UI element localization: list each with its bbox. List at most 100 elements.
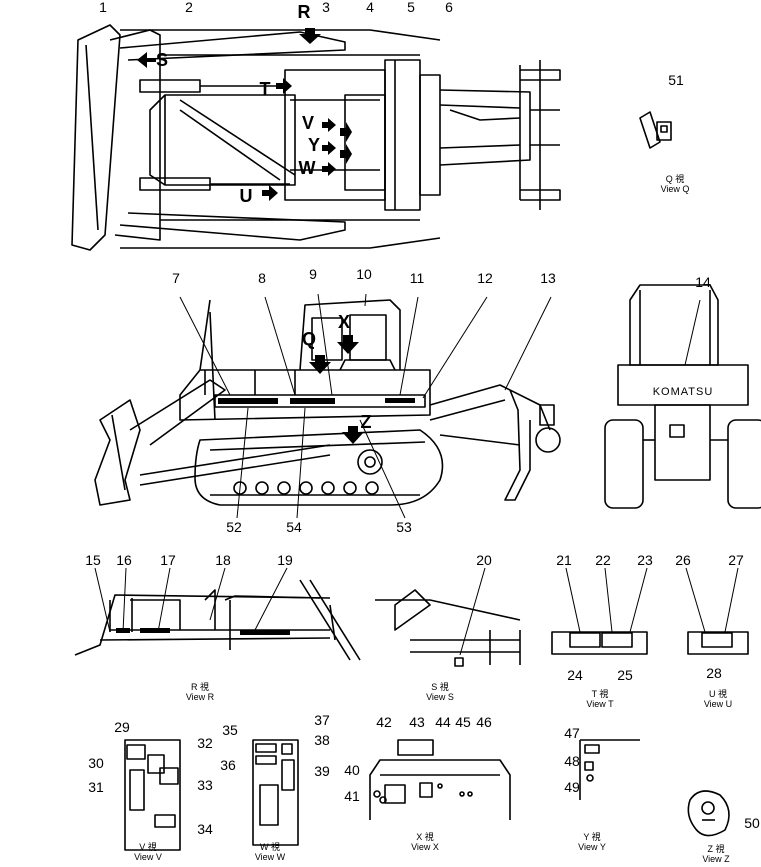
- view-q: [639, 111, 672, 149]
- callout-25: 25: [617, 667, 633, 683]
- arrow-label-z: Z: [361, 412, 372, 432]
- view-caption-jp-8: Y 視: [583, 831, 600, 842]
- arrow-label-u: U: [240, 186, 253, 206]
- view-s: [375, 567, 521, 667]
- callout-45: 45: [455, 714, 471, 730]
- rear-view: [604, 284, 761, 509]
- view-x: [369, 739, 511, 820]
- view-caption-jp-1: R 視: [191, 681, 209, 692]
- callout-7: 7: [172, 270, 180, 286]
- callout-53: 53: [396, 519, 412, 535]
- callout-19: 19: [277, 552, 293, 568]
- callout-28: 28: [706, 665, 722, 681]
- callout-10: 10: [356, 266, 372, 282]
- callout-52: 52: [226, 519, 242, 535]
- callout-31: 31: [88, 779, 104, 795]
- callout-29: 29: [114, 719, 130, 735]
- callout-47: 47: [564, 725, 580, 741]
- callout-20: 20: [476, 552, 492, 568]
- view-arrows: [137, 28, 364, 444]
- view-caption-jp-6: W 視: [260, 841, 280, 852]
- view-w: [252, 739, 299, 846]
- callout-1: 1: [99, 0, 107, 15]
- callout-46: 46: [476, 714, 492, 730]
- view-caption-en-2: View S: [426, 692, 454, 702]
- callout-49: 49: [564, 779, 580, 795]
- side-view: [94, 293, 561, 519]
- arrow-label-v: V: [302, 113, 314, 133]
- callout-16: 16: [116, 552, 132, 568]
- callout-17: 17: [160, 552, 176, 568]
- view-t: [551, 567, 648, 655]
- view-caption-en-9: View Z: [702, 854, 730, 864]
- callout-35: 35: [222, 722, 238, 738]
- callout-15: 15: [85, 552, 101, 568]
- arrow-label-q: Q: [302, 329, 316, 349]
- view-v: [124, 739, 181, 851]
- callout-44: 44: [435, 714, 451, 730]
- callout-24: 24: [567, 667, 583, 683]
- callout-40: 40: [344, 762, 360, 778]
- callout-26: 26: [675, 552, 691, 568]
- view-caption-jp-0: Q 視: [666, 173, 685, 184]
- callout-33: 33: [197, 777, 213, 793]
- arrow-label-s: S: [156, 50, 168, 70]
- callout-11: 11: [410, 270, 425, 286]
- arrow-label-r: R: [298, 2, 311, 22]
- view-caption-jp-3: T 視: [592, 688, 609, 699]
- callout-14: 14: [695, 274, 711, 290]
- callout-6: 6: [445, 0, 453, 15]
- arrow-label-t: T: [260, 79, 271, 99]
- callout-22: 22: [595, 552, 611, 568]
- view-z: [687, 790, 730, 837]
- view-y: [579, 739, 640, 800]
- callout-9: 9: [309, 266, 317, 282]
- callout-48: 48: [564, 753, 580, 769]
- view-caption-jp-2: S 視: [431, 681, 449, 692]
- top-view: [71, 24, 561, 251]
- callout-23: 23: [637, 552, 653, 568]
- view-caption-jp-5: V 視: [139, 841, 157, 852]
- view-caption-en-4: View U: [704, 699, 732, 709]
- view-caption-en-1: View R: [186, 692, 215, 702]
- view-caption-en-7: View X: [411, 842, 439, 852]
- arrow-label-w: W: [299, 158, 316, 178]
- callout-51: 51: [668, 72, 684, 88]
- callout-39: 39: [314, 763, 330, 779]
- view-caption-jp-7: X 視: [416, 831, 434, 842]
- callout-30: 30: [88, 755, 104, 771]
- callout-12: 12: [477, 270, 493, 286]
- view-caption-jp-9: Z 視: [708, 843, 725, 854]
- callout-34: 34: [197, 821, 213, 837]
- view-caption-en-5: View V: [134, 852, 162, 862]
- callout-8: 8: [258, 270, 266, 286]
- callout-18: 18: [215, 552, 231, 568]
- callout-54: 54: [286, 519, 302, 535]
- view-u: [685, 567, 749, 655]
- callout-36: 36: [220, 757, 236, 773]
- callout-38: 38: [314, 732, 330, 748]
- view-caption-en-0: View Q: [661, 184, 690, 194]
- view-caption-jp-4: U 視: [709, 688, 727, 699]
- callout-43: 43: [409, 714, 425, 730]
- callout-42: 42: [376, 714, 392, 730]
- callout-41: 41: [344, 788, 360, 804]
- callout-32: 32: [197, 735, 213, 751]
- view-caption-en-8: View Y: [578, 842, 606, 852]
- callout-3: 3: [322, 0, 330, 15]
- callout-13: 13: [540, 270, 556, 286]
- callout-50: 50: [744, 815, 760, 831]
- view-caption-en-3: View T: [586, 699, 614, 709]
- view-r: [74, 567, 361, 661]
- callout-4: 4: [366, 0, 374, 15]
- callout-27: 27: [728, 552, 744, 568]
- view-caption-en-6: View W: [255, 852, 286, 862]
- callout-21: 21: [556, 552, 572, 568]
- callout-2: 2: [185, 0, 193, 15]
- brand-label: KOMATSU: [653, 386, 714, 398]
- arrow-label-x: X: [338, 312, 350, 332]
